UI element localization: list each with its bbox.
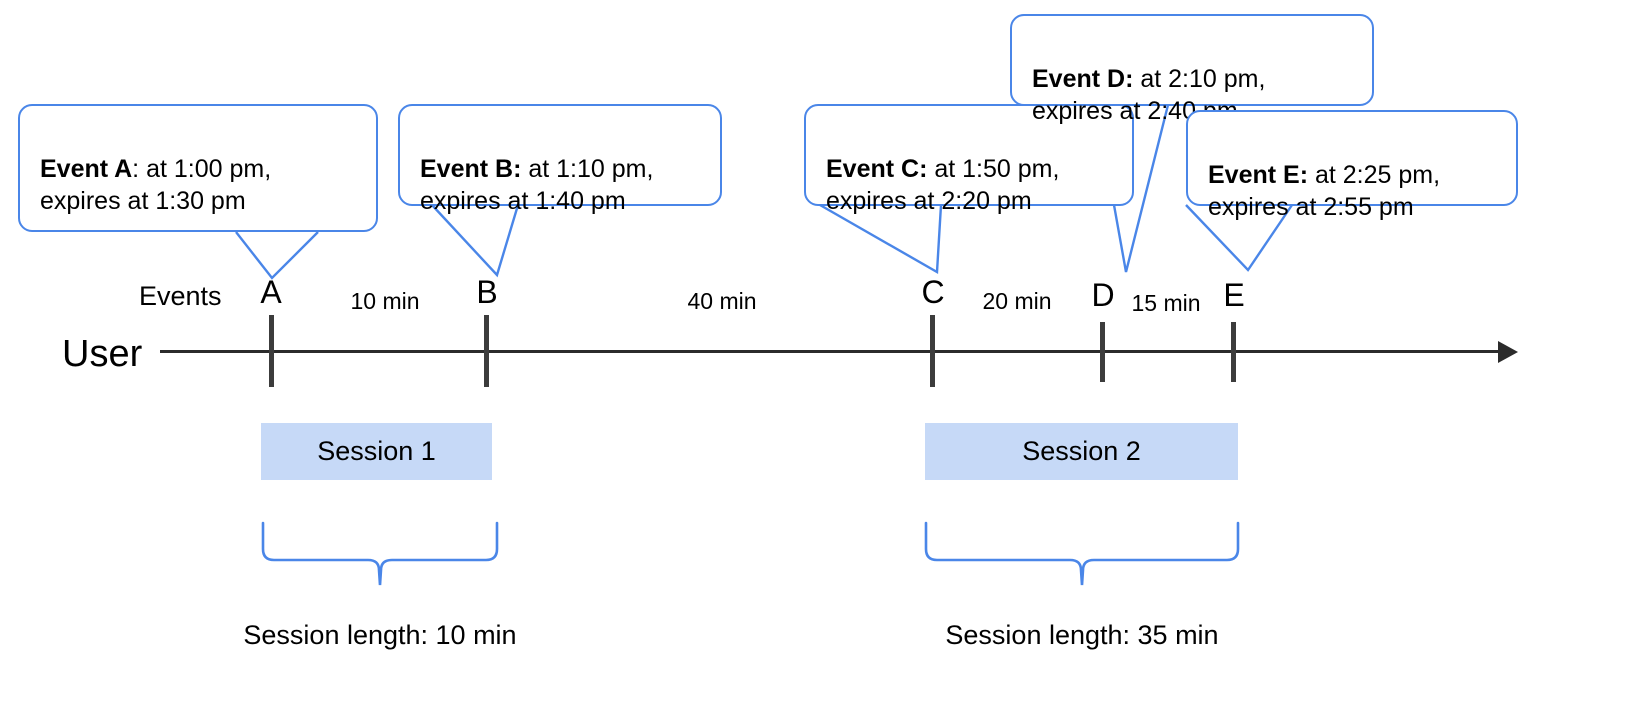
gap-label-d-e: 15 min: [1131, 290, 1201, 316]
event-letter-c: C: [921, 274, 945, 310]
callout-e-lead: Event E:: [1208, 160, 1309, 189]
connector-a: [235, 231, 319, 280]
callout-d-lead: Event D:: [1032, 64, 1134, 93]
callout-event-c[interactable]: Event C: at 1:50 pm, expires at 2:20 pm: [804, 104, 1134, 215]
session-box-1[interactable]: Session 1: [261, 423, 492, 480]
callout-event-d[interactable]: Event D: at 2:10 pm, expires at 2:40 pm: [1010, 14, 1374, 125]
callout-e-separator: [1308, 161, 1315, 189]
event-letter-d: D: [1091, 277, 1115, 313]
tick-event-c: [930, 315, 935, 387]
tick-event-a: [269, 315, 274, 387]
event-letter-a: A: [260, 274, 282, 310]
callout-event-a[interactable]: Event A: at 1:00 pm, expires at 1:30 pm: [18, 104, 378, 232]
callout-c-lead: Event C:: [826, 154, 928, 183]
timeline-axis: [160, 350, 1500, 353]
callout-a-separator: :: [132, 154, 147, 183]
timeline-axis-arrowhead: [1498, 341, 1518, 363]
tick-event-e: [1231, 322, 1236, 382]
session-length-label-2: Session length: 35 min: [945, 620, 1219, 650]
tick-event-d: [1100, 322, 1105, 382]
gap-label-a-b: 10 min: [350, 288, 420, 314]
brace-session-2: [924, 521, 1240, 586]
gap-label-c-d: 20 min: [982, 288, 1052, 314]
callout-a-lead: Event A: [40, 154, 133, 183]
callout-b-lead: Event B:: [420, 154, 522, 183]
events-row-label: Events: [139, 281, 222, 311]
event-letter-b: B: [476, 274, 498, 310]
callout-event-e[interactable]: Event E: at 2:25 pm, expires at 2:55 pm: [1186, 110, 1518, 221]
callout-a-detail: at 1:00 pm, expires at 1:30 pm: [40, 154, 272, 216]
callout-event-b[interactable]: Event B: at 1:10 pm, expires at 1:40 pm: [398, 104, 722, 215]
gap-label-b-c: 40 min: [687, 288, 757, 314]
event-letter-e: E: [1223, 277, 1245, 313]
session-box-2[interactable]: Session 2: [925, 423, 1238, 480]
callout-b-detail: at 1:10 pm, expires at 1:40 pm: [420, 154, 654, 216]
tick-event-b: [484, 315, 489, 387]
user-row-label: User: [62, 333, 143, 375]
brace-session-1: [261, 521, 499, 586]
session-length-label-1: Session length: 10 min: [243, 620, 517, 650]
